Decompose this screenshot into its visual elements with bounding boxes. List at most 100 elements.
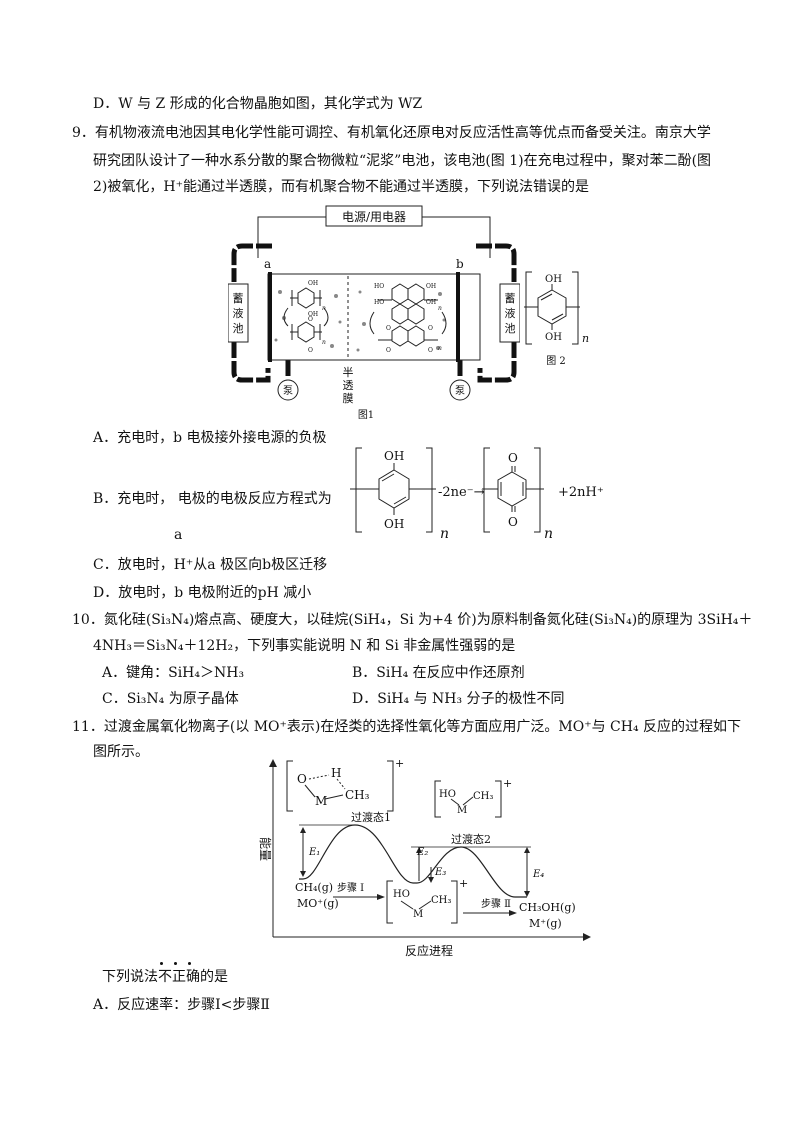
q9-option-b-electrode: a (174, 527, 183, 543)
svg-text:+: + (395, 757, 404, 770)
svg-text:H: H (331, 766, 341, 780)
svg-text:泵: 泵 (283, 385, 293, 397)
q9-option-d: D．放电时，b 电极附近的pH 减小 (93, 585, 312, 601)
svg-text:HO: HO (439, 789, 456, 800)
svg-text:半: 半 (343, 365, 354, 379)
electrode-b-label: b (456, 257, 464, 271)
svg-text:CH₃: CH₃ (345, 788, 370, 802)
svg-text:CH₃: CH₃ (431, 895, 451, 906)
left-pump (277, 379, 299, 401)
svg-text:M: M (413, 909, 423, 920)
svg-text:M⁺(g): M⁺(g) (529, 917, 562, 930)
power-source-label: 电源/用电器 (342, 210, 406, 224)
svg-text:HO: HO (374, 283, 384, 290)
q11-energy-diagram: 能量 反应进程 E₁ E₂ E₃ E₄ 过渡态1 过渡态2 + O H M CH… (258, 757, 591, 958)
svg-text:O: O (308, 347, 313, 354)
svg-text:+: + (503, 777, 512, 790)
svg-text:O: O (508, 515, 518, 529)
q9-stem-line2: 研究团队设计了一种水系分散的聚合物微粒“泥浆”电池，该电池(图 1)在充电过程中… (93, 153, 712, 169)
energy-curve (299, 824, 527, 898)
svg-text:M: M (315, 794, 327, 808)
left-tank (228, 283, 249, 343)
right-pump (449, 379, 471, 401)
svg-text:OH: OH (308, 280, 318, 287)
figure1-caption: 图1 (358, 409, 374, 421)
svg-text:+2nH⁺: +2nH⁺ (558, 485, 604, 500)
svg-text:E₄: E₄ (532, 869, 544, 880)
q9-option-a: A．充电时，b 电极接外接电源的负极 (93, 430, 327, 446)
svg-text:+: + (459, 877, 468, 890)
svg-text:CH₃: CH₃ (473, 791, 493, 802)
q9-option-b-equation: OH OH n -2ne⁻→ O O n +2nH⁺ (350, 447, 604, 542)
svg-text:膜: 膜 (343, 392, 354, 405)
q10-stem-line1: 10．氮化硅(Si₃N₄)熔点高、硬度大，以硅烷(SiH₄，Si 为+4 价)为… (72, 612, 753, 628)
svg-text:E₁: E₁ (308, 847, 320, 858)
svg-text:O: O (386, 325, 391, 332)
svg-text:CH₄(g): CH₄(g) (295, 881, 333, 894)
svg-text:E₃: E₃ (434, 867, 446, 878)
svg-text:n: n (438, 305, 442, 312)
svg-text:O: O (428, 347, 433, 354)
figure2-caption: 图 2 (546, 355, 566, 367)
svg-text:HO: HO (393, 889, 410, 900)
svg-text:步骤 Ⅱ: 步骤 Ⅱ (481, 898, 511, 910)
svg-text:-2ne⁻→: -2ne⁻→ (438, 485, 485, 500)
q9-option-c: C．放电时，H⁺从a 极区向b极区迁移 (93, 557, 328, 573)
power-source-box (325, 205, 423, 227)
svg-text:n: n (322, 339, 326, 346)
q10-stem-line2: 4NH₃＝Si₃N₄＋12H₂，下列事实能说明 N 和 Si 非金属性强弱的是 (93, 638, 516, 654)
svg-text:HO: HO (374, 299, 384, 306)
electrode-a-label: a (264, 257, 271, 271)
svg-text:透: 透 (343, 379, 354, 392)
svg-text:O: O (386, 347, 391, 354)
electrode-a (268, 272, 272, 362)
q11-stem-line2: 图所示。 (93, 744, 149, 760)
svg-text:液: 液 (233, 306, 244, 320)
svg-text:OH: OH (308, 311, 318, 318)
svg-text:OH: OH (545, 332, 562, 343)
electrode-b (456, 272, 460, 362)
svg-text:过渡态2: 过渡态2 (451, 832, 491, 846)
svg-text:CH₃OH(g): CH₃OH(g) (519, 901, 576, 914)
svg-text:泵: 泵 (455, 385, 465, 397)
q9-stem-line3: 2)被氧化，H⁺能通过半透膜，而有机聚合物不能通过半透膜，下列说法错误的是 (93, 179, 589, 195)
x-axis-label: 反应进程 (405, 943, 453, 958)
q9-option-b: B．充电时， 电极的电极反应方程式为 (93, 491, 332, 507)
svg-text:n: n (322, 305, 326, 312)
svg-text:O: O (308, 316, 313, 323)
svg-text:n: n (440, 526, 449, 542)
svg-text:O: O (428, 325, 433, 332)
svg-text:OH: OH (426, 299, 436, 306)
svg-text:O: O (297, 772, 307, 786)
q11-option-a: A．反应速率：步骤Ⅰ<步骤Ⅱ (93, 997, 270, 1013)
q11-prompt: 下列说法不正确的是 (102, 969, 228, 985)
svg-text:步骤 Ⅰ: 步骤 Ⅰ (337, 882, 364, 894)
emphasis-dots (160, 962, 200, 966)
svg-text:OH: OH (545, 274, 562, 285)
right-tank (499, 283, 520, 343)
q9-figure2-structure: OH OH n 图 2 (524, 271, 589, 367)
q9-figure1-battery: 电源/用电器 蓄 液 池 蓄 液 池 泵 泵 a b OH OH (228, 205, 520, 421)
q10-option-b: B．SiH₄ 在反应中作还原剂 (352, 665, 525, 681)
svg-text:OH: OH (384, 517, 404, 531)
svg-text:E₂: E₂ (416, 847, 428, 858)
q9-stem-line1: 9．有机物液流电池因其电化学性能可调控、有机氧化还原电对反应活性高等优点而备受关… (72, 125, 711, 141)
svg-text:M: M (457, 805, 467, 816)
svg-text:OH: OH (426, 283, 436, 290)
svg-text:MO⁺(g): MO⁺(g) (297, 897, 339, 910)
q10-option-c: C．Si₃N₄ 为原子晶体 (102, 691, 239, 707)
svg-text:池: 池 (233, 322, 244, 335)
svg-text:n: n (438, 345, 442, 352)
y-axis-label: 能量 (258, 837, 272, 861)
svg-text:液: 液 (505, 306, 516, 320)
q10-option-a: A．键角：SiH₄＞NH₃ (102, 665, 245, 681)
svg-text:池: 池 (505, 322, 516, 335)
q8-option-d: D．W 与 Z 形成的化合物晶胞如图，其化学式为 WZ (93, 96, 423, 112)
svg-text:蓄: 蓄 (505, 292, 516, 305)
svg-text:O: O (508, 451, 518, 465)
q11-stem-line1: 11．过渡金属氧化物离子(以 MO⁺表示)在烃类的选择性氧化等方面应用广泛。MO… (72, 719, 742, 735)
svg-text:蓄: 蓄 (233, 292, 244, 305)
svg-text:OH: OH (384, 449, 404, 463)
svg-text:n: n (544, 526, 553, 542)
q10-option-d: D．SiH₄ 与 NH₃ 分子的极性不同 (352, 691, 565, 707)
